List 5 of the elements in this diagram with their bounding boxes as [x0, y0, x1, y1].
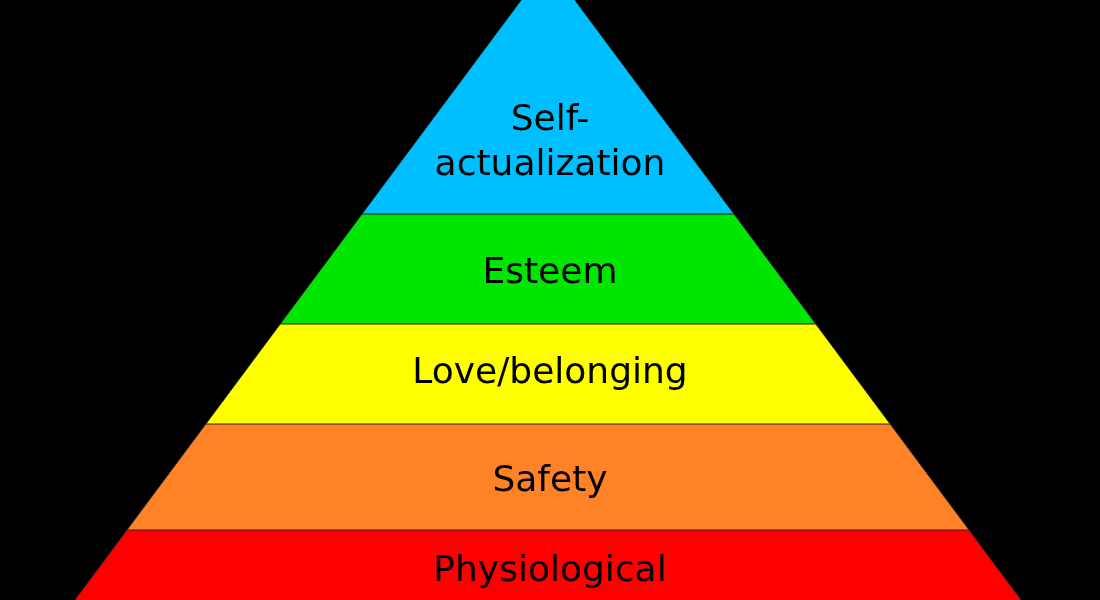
tier-label: Self-actualization — [433, 96, 667, 185]
tier-label: Esteem — [481, 248, 619, 293]
tier-label: Love/belonging — [411, 348, 689, 393]
tier-label: Safety — [491, 456, 609, 501]
tier-label: Physiological — [432, 546, 668, 591]
